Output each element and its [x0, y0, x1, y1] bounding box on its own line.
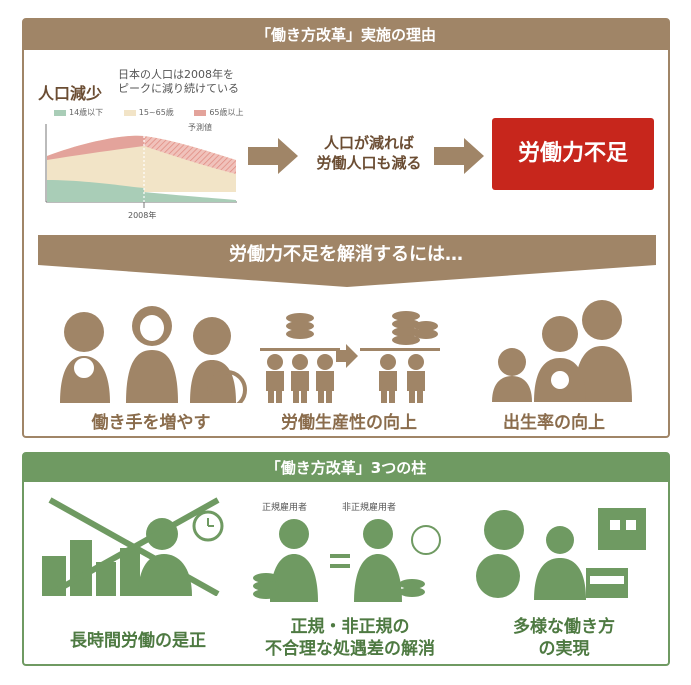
pillar2-line1: 正規・非正規の: [290, 617, 410, 637]
workforce-line1: 人口が減れば: [323, 134, 414, 152]
workforce-reduction-text: 人口が減れば 労働人口も減る: [294, 133, 444, 173]
population-description-line2: ピークに減り続けている: [118, 82, 239, 95]
legend-item-over65: 65歳以上: [194, 108, 244, 117]
legend-item-under14: 14歳以下: [54, 108, 103, 117]
pillar3-line1: 多様な働き方: [513, 617, 615, 637]
population-decline-title: 人口減少: [38, 84, 103, 103]
solution-birthrate: 出生率の向上: [503, 413, 605, 433]
arrow-right-icon: [248, 138, 298, 174]
long-hours-illustration: [42, 497, 224, 596]
area-forecast: [144, 136, 236, 174]
pillars-panel: 「働き方改革」3つの柱 正規雇用者 非正規雇用者: [22, 452, 670, 666]
solution-increase-workers: 働き手を増やす: [91, 413, 211, 433]
nonregular-employee-label: 非正規雇用者: [342, 503, 397, 513]
chart-legend: 14歳以下 15~65歳 65歳以上: [54, 107, 262, 118]
diverse-work-illustration: [476, 508, 646, 600]
pillar3-line2: の実現: [538, 639, 590, 659]
reasons-header: 「働き方改革」実施の理由: [24, 20, 668, 50]
pillar2-line2: 不合理な処遇差の解消: [265, 639, 435, 659]
pillar-diverse-work: 多様な働き方 の実現: [464, 616, 664, 660]
workers-group-illustration: [60, 306, 247, 403]
how-to-solve-text: 労働力不足を解消するには…: [229, 244, 463, 265]
labor-shortage-box: 労働力不足: [492, 118, 654, 190]
area-over65: [47, 135, 144, 160]
regular-employee-label: 正規雇用者: [262, 503, 308, 513]
year-2008-label: 2008年: [128, 211, 157, 220]
workforce-line2: 労働人口も減る: [316, 154, 422, 172]
reasons-panel: 「働き方改革」実施の理由 人口減少 日本の人口は2008年を ピークに減り続けて…: [22, 18, 670, 438]
family-illustration: [492, 300, 632, 402]
forecast-label: 予測値: [188, 123, 212, 132]
pillar-equal-treatment: 正規・非正規の 不合理な処遇差の解消: [230, 616, 470, 660]
solution-productivity: 労働生産性の向上: [281, 413, 417, 433]
pillars-header: 「働き方改革」3つの柱: [24, 454, 668, 482]
population-description: 日本の人口は2008年を ピークに減り続けている: [118, 68, 239, 96]
pillar-long-hours: 長時間労働の是正: [70, 631, 206, 651]
population-chart: [45, 124, 237, 208]
population-description-line1: 日本の人口は2008年を: [118, 68, 234, 81]
legend-item-15-65: 15~65歳: [123, 108, 174, 117]
productivity-illustration: [260, 311, 440, 403]
equal-treatment-illustration: [253, 519, 441, 602]
how-to-banner: [38, 235, 656, 287]
arrow-right-icon: [434, 138, 484, 174]
